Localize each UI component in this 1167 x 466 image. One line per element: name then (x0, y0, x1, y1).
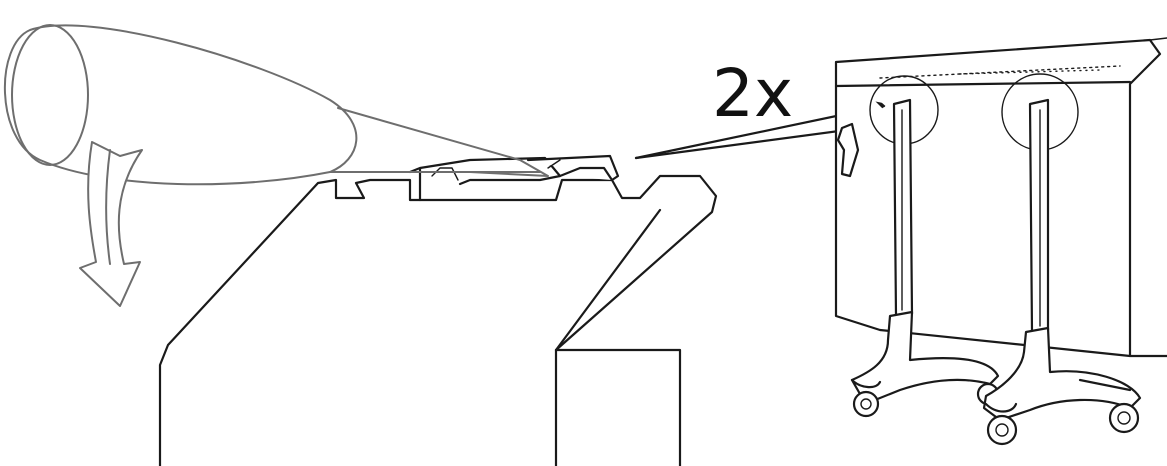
caster-wheel-icon (852, 390, 880, 418)
bracket-front-face (554, 348, 682, 466)
caster-wheel-icon (986, 414, 1018, 446)
bracket-plate (158, 174, 718, 466)
caster-wheel-icon (1108, 402, 1140, 434)
bracket-slope (554, 208, 662, 352)
stand-pole-right (1028, 98, 1050, 334)
stand-base-right (982, 326, 1142, 446)
bracket-detail (158, 154, 718, 466)
rotation-arrow-down-icon (79, 141, 143, 307)
bracket-hook-right (526, 154, 620, 182)
display-panel (834, 37, 1167, 358)
bracket-hook-center (408, 156, 562, 202)
stand-pole-left (892, 98, 914, 318)
multiplier-label: 2x (712, 55, 793, 132)
